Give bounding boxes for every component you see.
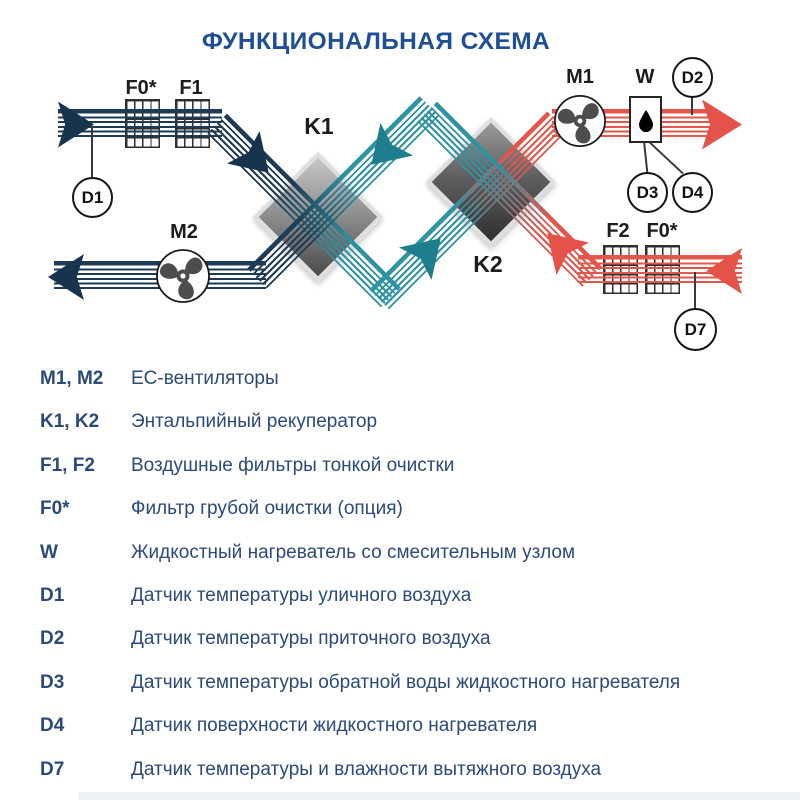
legend-label: Энтальпийный рекуператор (131, 411, 378, 433)
fan-m2-icon (156, 249, 210, 303)
label-m2: M2 (170, 221, 198, 243)
legend-key: K1, K2 (40, 411, 100, 433)
legend-key: D1 (40, 584, 65, 606)
label-m1: M1 (566, 66, 594, 88)
d1-connector-line (91, 127, 93, 177)
legend-row-m: M1, M2 EC-вентиляторы (40, 368, 786, 390)
d7-connector-line (694, 272, 696, 309)
legend-row-d4: D4 Датчик поверхности жидкостного нагрева… (40, 715, 786, 737)
legend-label: Воздушные фильтры тонкой очистки (131, 454, 455, 476)
d3-connector-line (642, 140, 648, 173)
legend-row-d7: D7 Датчик температуры и влажности вытяжно… (40, 759, 786, 781)
legend-key: D2 (40, 628, 65, 650)
legend-label: Датчик температуры и влажности вытяжного… (131, 758, 602, 780)
label-f2: F2 (606, 220, 630, 242)
label-f1: F1 (179, 77, 203, 99)
legend-row-d1: D1 Датчик температуры уличного воздуха (40, 585, 786, 607)
legend-key: D3 (40, 671, 65, 693)
legend-label: Датчик температуры обратной воды жидкост… (131, 671, 681, 693)
legend-row-f: F1, F2 Воздушные фильтры тонкой очистки (40, 455, 786, 477)
legend-label: EC-вентиляторы (131, 368, 279, 389)
legend-row-f0: F0* Фильтр грубой очистки (опция) (40, 498, 786, 520)
legend-key: F0* (40, 498, 70, 520)
legend: M1, M2 EC-вентиляторы K1, K2 Энтальпийный … (40, 368, 786, 800)
sensor-d2: D2 (672, 57, 713, 98)
legend-key: D7 (40, 758, 65, 780)
legend-label: Датчик температуры приточного воздуха (131, 628, 491, 650)
legend-row-d2: D2 Датчик температуры приточного воздуха (40, 628, 786, 650)
legend-row-d3: D3 Датчик температуры обратной воды жидко… (40, 672, 786, 694)
d2-connector-line (691, 95, 693, 115)
sensor-d7: D7 (674, 308, 717, 351)
legend-label: Датчик температуры уличного воздуха (131, 584, 472, 606)
legend-key: W (40, 541, 58, 563)
label-w: W (635, 66, 655, 88)
bottom-divider (78, 792, 800, 800)
legend-key: D4 (40, 715, 65, 737)
fan-m1-icon (554, 95, 606, 147)
legend-row-w: W Жидкостный нагреватель со смесительным … (40, 542, 786, 564)
sensor-d4: D4 (672, 172, 713, 213)
label-k2: K2 (473, 251, 503, 277)
water-heater-box (629, 96, 662, 143)
label-k1: K1 (304, 113, 334, 139)
label-f0-extract: F0* (646, 220, 678, 242)
sensor-d3: D3 (627, 172, 668, 213)
legend-label: Жидкостный нагреватель со смесительным у… (131, 541, 576, 563)
sensor-d1: D1 (72, 177, 113, 218)
water-drop-icon (638, 109, 653, 132)
legend-key: M1, M2 (40, 368, 104, 389)
legend-row-k: K1, K2 Энтальпийный рекуператор (40, 411, 786, 433)
page-title: ФУНКЦИОНАЛЬНАЯ СХЕМА (201, 28, 551, 55)
legend-label: Фильтр грубой очистки (опция) (131, 498, 403, 520)
legend-label: Датчик поверхности жидкостного нагревате… (131, 715, 538, 737)
label-f0-supply: F0* (125, 77, 157, 99)
legend-key: F1, F2 (40, 454, 95, 476)
d4-connector-line (647, 140, 684, 175)
